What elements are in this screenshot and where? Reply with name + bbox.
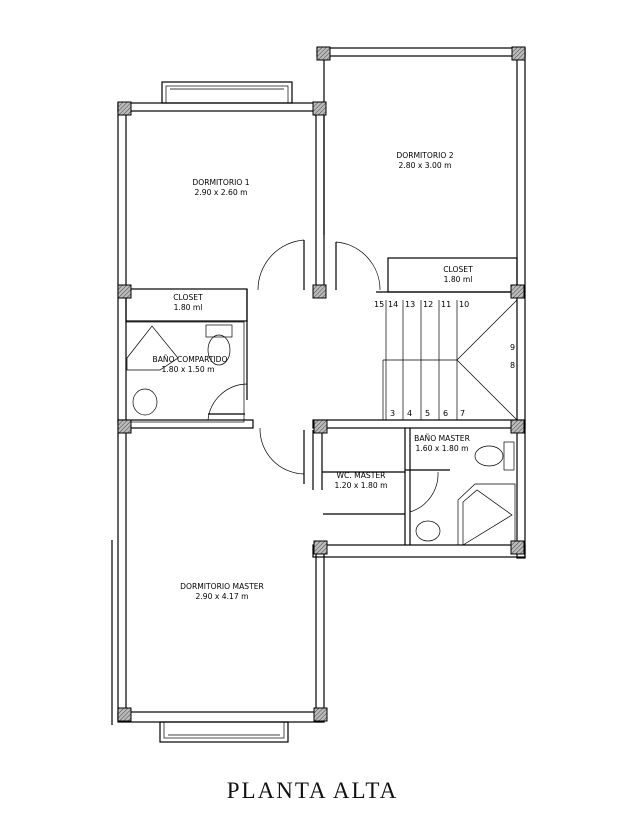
room-size-bano-master: 1.60 x 1.80 m <box>416 444 469 453</box>
step-number: 4 <box>407 409 412 418</box>
step-number: 6 <box>443 409 448 418</box>
columns <box>117 46 526 722</box>
room-size-closet2: 1.80 ml <box>444 275 473 284</box>
window-bay-dormitorio-master <box>159 721 289 743</box>
room-name-wc-master: WC. MASTER <box>337 471 387 480</box>
step-number: 14 <box>388 300 398 309</box>
fixtures <box>132 324 515 542</box>
step-number: 8 <box>510 361 515 370</box>
room-size-bano-compartido: 1.80 x 1.50 m <box>162 365 215 374</box>
toilet-icon <box>207 334 231 366</box>
room-name-closet1: CLOSET <box>173 293 203 302</box>
room-size-dormitorio-master: 2.90 x 4.17 m <box>196 592 249 601</box>
step-number: 7 <box>460 409 465 418</box>
staircase: 15 14 13 12 11 10 9 8 3 4 5 6 7 <box>374 299 518 421</box>
room-size-closet1: 1.80 ml <box>174 303 203 312</box>
step-number: 3 <box>390 409 395 418</box>
step-number: 5 <box>425 409 430 418</box>
walls <box>111 47 526 725</box>
room-name-dormitorio-master: DORMITORIO MASTER <box>180 582 264 591</box>
room-size-dormitorio2: 2.80 x 3.00 m <box>399 161 452 170</box>
sink-icon <box>415 520 441 542</box>
room-size-wc-master: 1.20 x 1.80 m <box>335 481 388 490</box>
step-number: 11 <box>441 300 451 309</box>
window-bay-dormitorio1 <box>161 81 293 104</box>
room-size-dormitorio1: 2.90 x 2.60 m <box>195 188 248 197</box>
room-name-closet2: CLOSET <box>443 265 473 274</box>
step-number: 12 <box>423 300 433 309</box>
step-number: 10 <box>459 300 469 309</box>
room-name-bano-master: BAÑO MASTER <box>414 434 470 443</box>
step-number: 15 <box>374 300 384 309</box>
step-number: 13 <box>405 300 415 309</box>
plan-title: PLANTA ALTA <box>226 778 399 803</box>
sink-icon <box>132 388 158 416</box>
room-labels: DORMITORIO 1 2.90 x 2.60 m DORMITORIO 2 … <box>152 151 473 601</box>
room-name-dormitorio1: DORMITORIO 1 <box>192 178 249 187</box>
room-name-bano-compartido: BAÑO COMPARTIDO <box>152 355 227 364</box>
doors <box>207 239 439 513</box>
step-number: 9 <box>510 343 515 352</box>
room-name-dormitorio2: DORMITORIO 2 <box>396 151 453 160</box>
toilet-icon <box>474 445 504 467</box>
